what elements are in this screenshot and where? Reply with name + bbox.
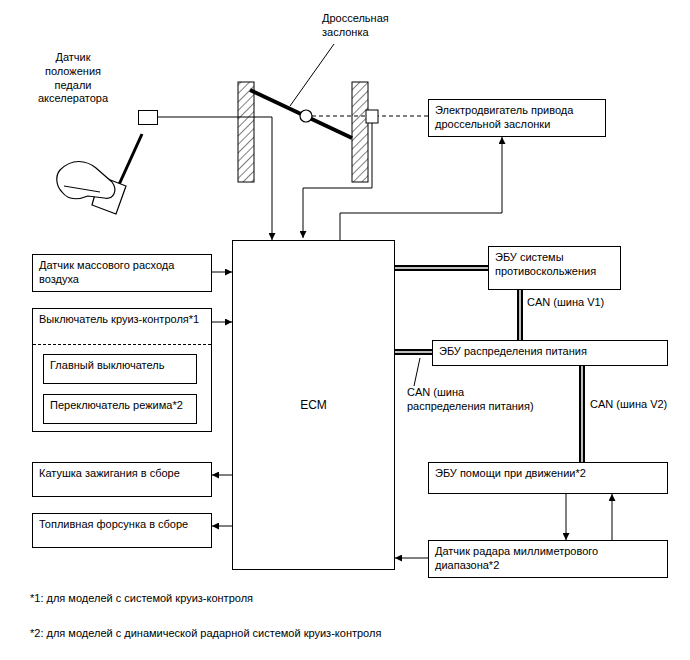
shoe-detail [64,186,100,192]
signal-arrow [566,494,567,540]
throttle-shaft [300,110,312,122]
footnote: *2: для моделей с динамической радарной … [30,627,670,641]
signal-arrow [395,558,428,559]
throttle-plate [250,90,352,138]
node-label: Переключатель режима*2 [50,399,190,413]
bus-outline [579,366,585,462]
bus-label: CAN (шина V1) [527,296,617,310]
node-label: ЭБУ системы противоскольжения [495,251,614,279]
actuator-box: Электродвигатель привода дроссельной зас… [428,99,606,137]
node-label: Датчик массового расхода воздуха [39,259,205,287]
ecu-box: ЭБУ системы противоскольжения [488,246,621,290]
wire [212,272,232,273]
shoe [57,162,115,199]
throttle-wall [352,82,368,182]
signal-arrow [340,137,502,240]
node-label: Топливная форсунка в сборе [39,518,205,532]
leader-line [414,358,420,386]
bus-outline [395,265,488,271]
wire [612,494,613,540]
wire [340,137,502,240]
bus-core [581,366,583,462]
can-bus-line [582,366,583,462]
footnote: *1: для моделей с системой круиз-контрол… [30,592,650,606]
signal-arrow [158,117,272,240]
ecu-box: ECM [232,240,395,570]
wire [566,494,567,540]
signal-arrow [212,526,232,527]
node-label: Датчик радара миллиметрового диапазона*2 [435,545,661,573]
part-name: Дроссельная заслонка [322,12,412,40]
bus-core [519,290,521,340]
signal-arrow [212,322,232,323]
bus-outline [395,349,432,355]
node-label: Главный выключатель [50,359,190,373]
ecu-box: ЭБУ распределения питания [432,340,668,366]
node-label: Датчик положения педали акселератора [33,51,113,106]
switch-box: Переключатель режима*2 [43,394,197,424]
node-label: Выключатель круиз-контроля*1 [39,313,205,327]
ecu-box: ЭБУ помощи при движении*2 [428,462,668,494]
actuator-box: Топливная форсунка в сборе [32,513,212,548]
throttle-sensor [366,110,378,123]
signal-arrow [212,272,232,273]
can-bus-line [395,352,432,353]
wire [212,526,232,527]
wire [395,558,428,559]
bus-core [395,267,488,269]
can-bus-line [395,268,488,269]
sensor-box: Датчик положения педали акселератора [138,110,158,125]
signal-arrow [612,494,613,540]
node-label: Электродвигатель привода дроссельной зас… [435,104,599,132]
divider-line [33,344,211,345]
actuator-box: Катушка зажигания в сборе [32,462,212,497]
node-label: ECM [300,398,327,413]
wire [212,475,232,476]
can-bus-line [520,290,521,340]
sensor-wire [303,123,372,238]
node-label: Катушка зажигания в сборе [39,467,205,481]
throttle-wall [238,82,254,182]
wire [212,322,232,323]
bus-label: CAN (шина распределения питания) [407,386,535,414]
switch-group-box: Выключатель круиз-контроля*1Главный выкл… [32,308,212,432]
bus-label: CAN (шина V2) [590,398,670,412]
bus-core [395,351,432,353]
node-label: ЭБУ распределения питания [439,345,661,359]
sensor-box: Датчик радара миллиметрового диапазона*2 [428,540,668,578]
node-label: ЭБУ помощи при движении*2 [435,467,661,481]
leader-line [290,44,334,106]
wire [158,117,272,240]
switch-box: Главный выключатель [43,354,197,384]
bus-outline [517,290,523,340]
sensor-box: Датчик массового расхода воздуха [32,254,212,292]
signal-arrow [212,475,232,476]
